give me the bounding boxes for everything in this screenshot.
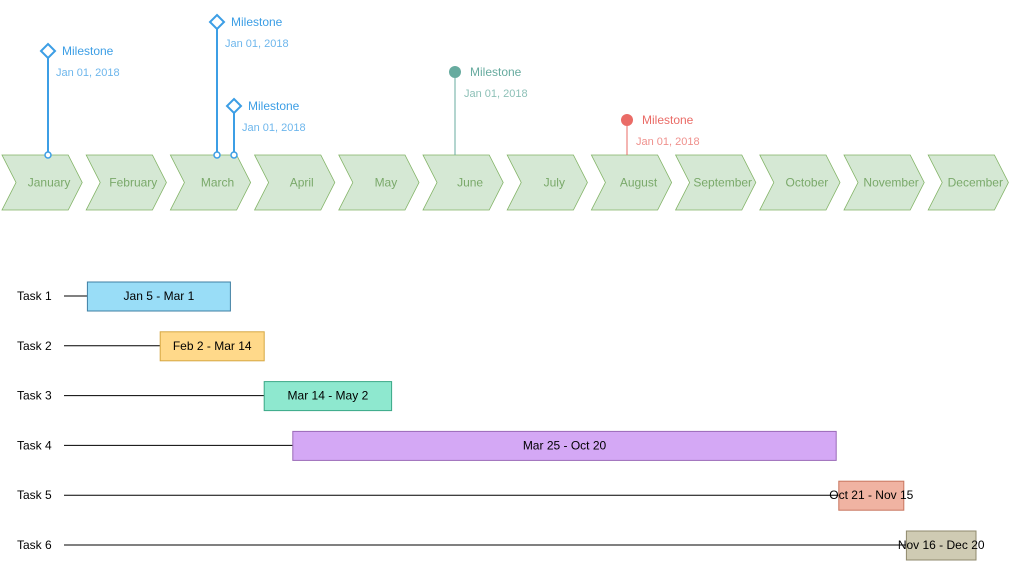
circle-marker-icon [621,114,633,126]
diamond-marker-icon [39,42,57,60]
task-row: Task 4 Mar 25 - Oct 20 [17,430,837,461]
month-chevron [1,154,83,211]
milestone-date: Jan 01, 2018 [464,88,528,100]
task-name: Task 1 [17,289,52,303]
milestone-date: Jan 01, 2018 [636,136,700,148]
task-row: Task 3 Mar 14 - May 2 [17,381,393,412]
month-label: November [863,176,918,190]
month-label: March [201,176,234,190]
month-chevrons: January February March April May June July Augu… [1,154,1009,211]
month-chevron [843,154,925,211]
month-label: July [544,176,565,190]
month-chevron [253,154,336,211]
month-label: April [290,176,314,190]
milestone-label: Milestone [642,113,694,127]
task-name: Task 3 [17,389,52,403]
task-date-range: Mar 25 - Oct 20 [523,438,607,452]
month-label: September [693,176,752,190]
month-label: December [948,176,1003,190]
diamond-marker-icon [208,13,226,31]
circle-marker-icon [449,66,461,78]
milestone-label: Milestone [248,99,300,113]
milestone-anchor [213,151,221,159]
task-date-range: Jan 5 - Mar 1 [124,289,195,303]
task-bar[interactable] [263,381,393,412]
task-bar[interactable] [292,430,837,461]
diamond-marker-icon [225,97,243,115]
task-row: Task 2 Feb 2 - Mar 14 [17,331,265,362]
milestone-label: Milestone [231,15,283,29]
month-chevron [338,154,420,211]
task-date-range: Oct 21 - Nov 15 [829,488,913,502]
task-name: Task 2 [17,339,52,353]
task-bar[interactable] [86,281,231,312]
task-name: Task 6 [17,538,52,552]
task-bar[interactable] [159,331,265,362]
month-chevron [422,154,504,211]
task-bar[interactable] [838,480,905,511]
milestone-date: Jan 01, 2018 [225,38,289,50]
task-row: Task 1 Jan 5 - Mar 1 [17,281,231,312]
month-label: January [28,176,71,190]
month-label: May [375,176,398,190]
milestone-date: Jan 01, 2018 [56,67,120,79]
milestone-label: Milestone [62,44,114,58]
task-row: Task 6 Nov 16 - Dec 20 [17,530,985,561]
month-chevron [85,154,167,211]
month-chevron [927,154,1009,211]
task-name: Task 4 [17,438,52,452]
task-bar[interactable] [905,530,977,561]
month-label: October [786,176,829,190]
month-chevron [759,154,841,211]
milestone-date: Jan 01, 2018 [242,122,306,134]
milestone-label: Milestone [470,65,522,79]
task-name: Task 5 [17,488,52,502]
milestone-anchor [230,151,238,159]
task-row: Task 5 Oct 21 - Nov 15 [17,480,914,511]
month-chevron [674,154,757,211]
task-date-range: Nov 16 - Dec 20 [898,538,985,552]
task-date-range: Mar 14 - May 2 [288,389,369,403]
month-label: August [620,176,658,190]
month-label: February [109,176,157,190]
month-chevron [506,154,588,211]
month-label: June [457,176,483,190]
month-chevron [590,154,673,211]
task-date-range: Feb 2 - Mar 14 [173,339,252,353]
milestone-anchor [44,151,52,159]
